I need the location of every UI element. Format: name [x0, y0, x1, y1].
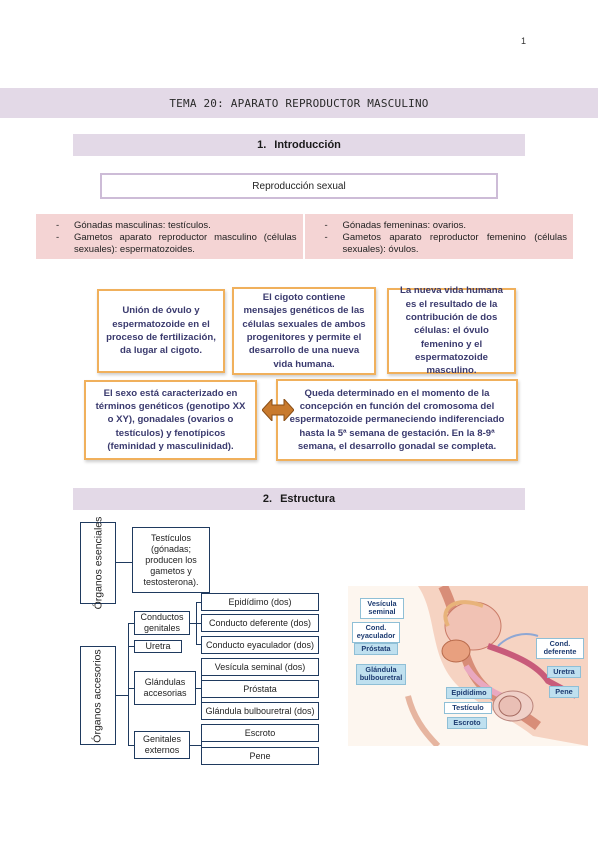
node-label: Vesícula seminal (dos) [214, 661, 306, 672]
seminal-vesicle-node: Vesícula seminal (dos) [201, 658, 319, 676]
structure-diagram: Órganos esenciales Testículos (gónadas; … [70, 517, 335, 769]
sex-determination-box: Queda determinado en el momento de la co… [276, 379, 518, 461]
connector [196, 688, 201, 690]
fertilization-box: Unión de óvulo y espermatozoide en el pr… [97, 289, 225, 373]
node-label: Conductos genitales [140, 612, 184, 633]
testicles-node: Testículos (gónadas; producen los gameto… [132, 527, 210, 593]
node-label: Testículos (gónadas; producen los gameto… [143, 532, 199, 587]
essential-organs-node: Órganos esenciales [80, 517, 116, 609]
list-item: Gónadas masculinas: testículos. [56, 220, 297, 232]
node-label: Conducto deferente (dos) [208, 617, 312, 628]
label-scrotum: Escroto [447, 717, 487, 730]
list-item: Gametos aparato reproductor masculino (c… [56, 232, 297, 256]
box-text: La nueva vida humana es el resultado de … [400, 285, 503, 377]
new-life-box: La nueva vida humana es el resultado de … [387, 285, 516, 376]
label-urethra: Uretra [547, 666, 581, 679]
label-epididymis: Epidídimo [446, 687, 492, 700]
label-seminal-vesicle: Vesícula seminal [360, 598, 404, 619]
ejaculatory-duct-node: Conducto eyaculador (dos) [201, 636, 319, 654]
section-title: Estructura [280, 493, 336, 505]
male-gonads-column: Gónadas masculinas: testículos. Gametos … [36, 214, 305, 259]
box-text: El sexo está caracterizado en términos g… [95, 387, 246, 452]
external-genitals-node: Genitales externos [134, 731, 190, 759]
label-ejaculatory-duct: Cond. eyaculador [352, 622, 400, 643]
double-arrow-icon [262, 399, 294, 421]
connector [190, 623, 196, 625]
connector [128, 623, 130, 746]
node-label: Glándula bulbouretral (dos) [205, 705, 315, 716]
box-text: Queda determinado en el momento de la co… [289, 387, 505, 452]
connector [190, 745, 201, 747]
female-gonads-column: Gónadas femeninas: ovarios. Gametos apar… [304, 214, 573, 259]
label-testicle: Testículo [444, 702, 492, 715]
list-item: Gónadas femeninas: ovarios. [325, 220, 568, 232]
section-number: 2. [262, 493, 273, 505]
section-title: Introducción [274, 139, 341, 151]
node-label: Genitales externos [142, 734, 182, 755]
label-penis: Pene [549, 686, 579, 699]
anatomy-drawing [405, 586, 588, 746]
urethra-node: Uretra [134, 640, 182, 653]
label-vas-deferens: Cond. deferente [536, 638, 584, 659]
page-number: 1 [521, 36, 527, 46]
bulbourethral-gland-node: Glándula bulbouretral (dos) [201, 702, 319, 720]
genital-ducts-node: Conductos genitales [134, 611, 190, 635]
topic-header: TEMA 20: APARATO REPRODUCTOR MASCULINO [0, 88, 598, 118]
section-heading-structure: 2. Estructura [73, 488, 525, 510]
connector [116, 562, 132, 564]
node-label: Epidídimo (dos) [228, 596, 292, 607]
anatomy-illustration: Vesícula seminal Cond. eyaculador Prósta… [348, 586, 588, 746]
node-label: Próstata [243, 683, 277, 694]
connector [128, 623, 134, 625]
scrotum-node: Escroto [201, 724, 319, 742]
node-label: Uretra [145, 641, 171, 651]
prostate-node: Próstata [201, 680, 319, 698]
connector [116, 695, 128, 697]
connector [128, 745, 134, 747]
connector [128, 688, 134, 690]
node-label: Conducto eyaculador (dos) [205, 639, 315, 650]
connector [196, 644, 201, 646]
box-text: Unión de óvulo y espermatozoide en el pr… [106, 305, 216, 357]
connector [201, 733, 203, 757]
accessory-glands-node: Glándulas accesorias [134, 671, 196, 705]
connector [128, 646, 134, 648]
zygote-box: El cigoto contiene mensajes genéticos de… [232, 287, 376, 375]
label-bulbourethral-gland: Glándula bulbouretral [356, 664, 406, 685]
connector [196, 623, 201, 625]
section-heading-introduction: 1. Introducción [73, 134, 525, 156]
gonads-table: Gónadas masculinas: testículos. Gametos … [36, 214, 573, 259]
label-prostate: Próstata [354, 643, 398, 656]
sexual-reproduction-label: Reproducción sexual [252, 180, 346, 192]
connector [196, 602, 201, 604]
epididymis-node: Epidídimo (dos) [201, 593, 319, 611]
sex-characterization-box: El sexo está caracterizado en términos g… [84, 380, 257, 460]
node-label: Escroto [244, 727, 276, 738]
list-item: Gametos aparato reproductor femenino (cé… [325, 232, 568, 256]
node-label: Órganos esenciales [92, 516, 104, 610]
topic-title: TEMA 20: APARATO REPRODUCTOR MASCULINO [169, 96, 429, 110]
section-number: 1. [257, 139, 267, 151]
box-text: El cigoto contiene mensajes genéticos de… [242, 292, 366, 370]
node-label: Glándulas accesorias [143, 677, 187, 698]
sexual-reproduction-box: Reproducción sexual [100, 173, 498, 199]
penis-node: Pene [201, 747, 319, 765]
node-label: Pene [249, 750, 271, 761]
accessory-organs-node: Órganos accesorios [80, 646, 116, 745]
node-label: Órganos accesorios [92, 648, 105, 743]
vas-deferens-node: Conducto deferente (dos) [201, 614, 319, 632]
